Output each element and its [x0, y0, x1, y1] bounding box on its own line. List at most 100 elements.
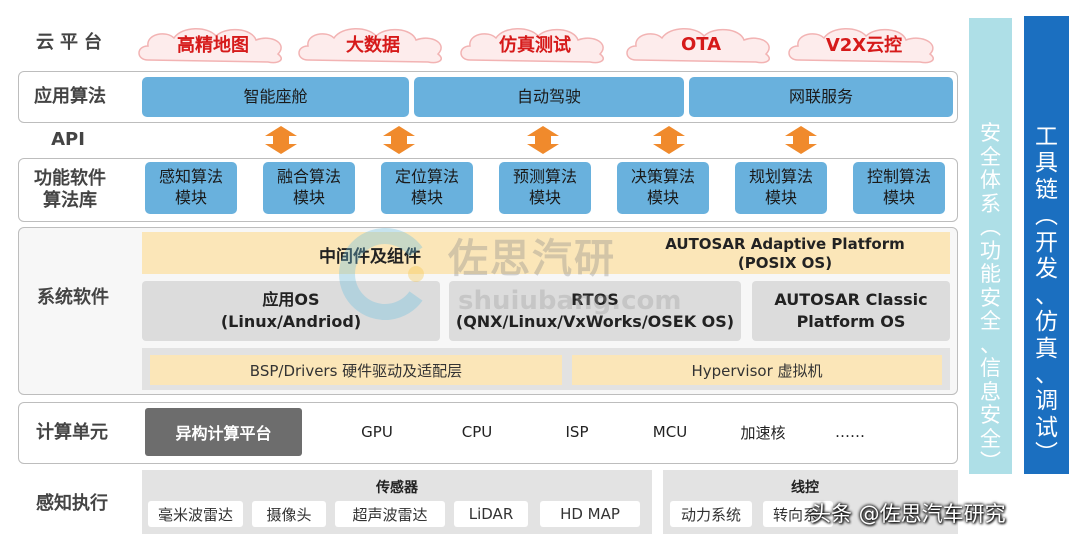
cloud-hd-map: 高精地图 — [132, 20, 294, 68]
security-bar-char: 全 — [980, 426, 1001, 451]
module-sub: 模块 — [646, 188, 679, 207]
hypervisor-bar: Hypervisor 虚拟机 — [572, 355, 942, 385]
drive-by-wire-title: 线控 — [791, 480, 819, 496]
double-arrow-icon — [383, 126, 415, 154]
sensor-lidar: LiDAR — [454, 501, 528, 527]
autosar-classic-line2: Platform OS — [796, 312, 906, 331]
cloud-label: OTA — [680, 33, 722, 55]
cloud-shape-icon — [788, 28, 934, 64]
security-bar-char: 安 — [980, 285, 1001, 310]
toolchain-bar-char: ︵ — [1035, 203, 1058, 230]
module-sub: 模块 — [174, 188, 207, 207]
module-prediction: 预测算法模块 — [499, 162, 591, 214]
module-sub: 模块 — [764, 188, 797, 207]
row-label-function-line2: 算法库 — [43, 190, 97, 211]
compute-cpu: CPU — [461, 423, 493, 441]
cloud-simulation: 仿真测试 — [454, 20, 616, 68]
module-name: 感知算法 — [158, 167, 223, 187]
cloud-ota: OTA — [620, 20, 782, 68]
cloud-big-data: 大数据 — [292, 20, 454, 68]
security-bar-char: 息 — [980, 379, 1001, 404]
toolchain-bar-char: 具 — [1035, 150, 1058, 177]
rtos-title: RTOS — [571, 290, 619, 310]
security-bar-char: 全 — [980, 144, 1001, 169]
autosar-adaptive-line1: AUTOSAR Adaptive Platform — [665, 234, 905, 253]
heterogeneous-platform-box: 异构计算平台 — [145, 408, 302, 456]
double-arrow-icon — [653, 126, 685, 154]
application-os-detail: (Linux/Andriod) — [220, 312, 362, 331]
rtos-detail: (QNX/Linux/VxWorks/OSEK OS) — [455, 312, 735, 331]
cloud-label: V2X云控 — [825, 35, 903, 56]
sensor-mmwave-radar: 毫米波雷达 — [148, 501, 243, 527]
toolchain-bar-char: 仿 — [1035, 309, 1058, 336]
bsp-drivers-bar: BSP/Drivers 硬件驱动及适配层 — [150, 355, 562, 385]
application-os-title: 应用OS — [262, 290, 320, 310]
module-decision: 决策算法模块 — [617, 162, 709, 214]
cloud-shape-icon — [298, 28, 442, 64]
module-name: 融合算法 — [276, 167, 341, 187]
module-name: 规划算法 — [748, 167, 813, 187]
security-bar-char: 安 — [980, 403, 1001, 428]
security-bar-char: 体 — [980, 168, 1001, 193]
row-label-api: API — [51, 128, 85, 150]
row-label-cloud: 云平台 — [36, 31, 108, 53]
autosar-adaptive-line2: (POSIX OS) — [737, 254, 833, 272]
module-sub: 模块 — [882, 188, 915, 207]
security-system-bar: 安全体系︵功能安全、信息安全︶ — [969, 18, 1012, 474]
module-planning: 规划算法模块 — [735, 162, 827, 214]
middleware-label: 中间件及组件 — [319, 247, 421, 267]
module-sub: 模块 — [410, 188, 443, 207]
control-steering: 转向系 — [763, 501, 833, 527]
security-bar-char: 系 — [980, 191, 1001, 216]
toolchain-bar-char: 工 — [1035, 124, 1058, 150]
security-bar-char: 信 — [980, 356, 1001, 381]
compute-isp: ISP — [565, 423, 589, 441]
module-perception: 感知算法模块 — [145, 162, 237, 214]
cloud-shape-icon — [460, 28, 604, 64]
app-smart-cockpit: 智能座舱 — [142, 77, 409, 117]
row-label-compute: 计算单元 — [36, 421, 108, 443]
application-os-box: 应用OS (Linux/Andriod) — [142, 281, 440, 341]
compute-gpu: GPU — [361, 423, 393, 441]
double-arrow-icon — [527, 126, 559, 154]
module-name: 预测算法 — [512, 167, 577, 187]
security-bar-char: 安 — [980, 121, 1001, 145]
toolchain-bar-char: 试 — [1035, 414, 1058, 441]
app-connected-services: 网联服务 — [689, 77, 953, 117]
sensor-ultrasonic-radar: 超声波雷达 — [335, 501, 445, 527]
sensor-hd-map: HD MAP — [540, 501, 640, 527]
compute-ellipsis: …… — [835, 423, 865, 441]
toolchain-bar-char: 链 — [1035, 176, 1058, 203]
security-bar-char: ︵ — [980, 215, 1001, 240]
row-label-system: 系统软件 — [37, 286, 109, 308]
autosar-classic-box: AUTOSAR Classic Platform OS — [752, 281, 950, 341]
security-bar-char: 、 — [980, 332, 1001, 357]
api-arrows — [265, 126, 817, 154]
row-label-function: 功能软件 算法库 — [22, 162, 118, 218]
toolchain-bar: 工具链︵开发、仿真、调试︶ — [1024, 16, 1069, 474]
module-control: 控制算法模块 — [853, 162, 945, 214]
module-name: 定位算法 — [394, 167, 459, 187]
toolchain-bar-char: 发 — [1035, 256, 1058, 283]
control-powertrain: 动力系统 — [670, 501, 752, 527]
row-label-app: 应用算法 — [34, 85, 106, 107]
row-label-sense: 感知执行 — [36, 492, 108, 514]
cloud-label: 仿真测试 — [499, 35, 571, 56]
toolchain-bar-char: 、 — [1035, 282, 1058, 309]
compute-accelerator: 加速核 — [740, 423, 786, 442]
cloud-v2x: V2X云控 — [782, 20, 946, 68]
double-arrow-icon — [785, 126, 817, 154]
double-arrow-icon — [265, 126, 297, 154]
module-name: 决策算法 — [630, 167, 695, 187]
cloud-label: 高精地图 — [177, 35, 249, 56]
module-localization: 定位算法模块 — [381, 162, 473, 214]
autosar-adaptive: AUTOSAR Adaptive Platform (POSIX OS) — [640, 233, 930, 275]
middleware-bar — [142, 232, 950, 274]
toolchain-bar-char: 开 — [1035, 229, 1058, 256]
autosar-classic-line1: AUTOSAR Classic — [774, 290, 928, 310]
compute-mcu: MCU — [652, 423, 688, 441]
toolchain-bar-char: 真 — [1035, 335, 1058, 362]
security-bar-char: ︶ — [980, 450, 1001, 475]
sensor-camera: 摄像头 — [252, 501, 326, 527]
sensors-title: 传感器 — [376, 480, 418, 496]
